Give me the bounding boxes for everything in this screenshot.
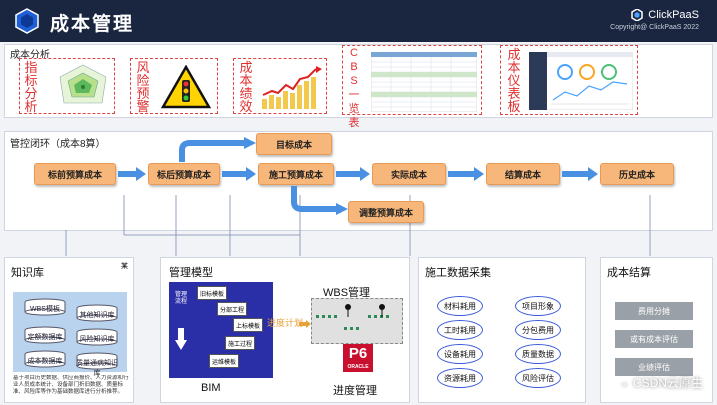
step-settlement-cost[interactable]: 结算成本 [486, 163, 560, 185]
card-cost-performance[interactable]: 成本绩效 [233, 58, 327, 114]
database-icon [76, 352, 118, 370]
database-icon [76, 304, 118, 322]
arrow-head-icon [244, 137, 256, 149]
card-cbs-overview[interactable]: CBS一览表 [342, 45, 482, 129]
arrow-down-icon [175, 328, 187, 350]
database-icon [24, 298, 66, 316]
brand-name: ClickPaaS [648, 9, 699, 21]
mgmt-flow-label: 管理流程 [175, 292, 188, 305]
card-label: 风险预警 [136, 60, 150, 114]
collect-item[interactable]: 工时耗用 [437, 320, 483, 340]
step-target-cost[interactable]: 目标成本 [256, 133, 332, 155]
bim-box[interactable]: 上标模板 [233, 318, 263, 332]
card-risk-warning[interactable]: 风险预警 [130, 58, 218, 114]
management-model-panel: 管理模型 管理流程 旧标模板 分部工程 上标模板 施工过程 运维模板 BIM 进… [160, 257, 410, 403]
clickpaas-logo-icon [631, 9, 643, 21]
collect-item[interactable]: 质量数据 [515, 344, 561, 364]
arrow-right-icon [448, 167, 484, 181]
btn-contingent-cost[interactable]: 或有成本评估 [615, 330, 693, 348]
step-adjusted-budget[interactable]: 调整预算成本 [348, 201, 424, 223]
collect-item[interactable]: 资源耗用 [437, 368, 483, 388]
wechat-icon [615, 377, 629, 388]
card-label: 成本仪表板 [507, 47, 521, 114]
arrow-right-icon [299, 320, 311, 328]
radar-chart-icon [59, 64, 107, 104]
wbs-diagram [311, 298, 403, 344]
analysis-title: 成本分析 [10, 50, 50, 61]
wbs-label: WBS管理 [323, 287, 371, 299]
knowledge-title: 知识库 [11, 267, 44, 279]
step-pre-bid-budget[interactable]: 标前预算成本 [34, 163, 116, 185]
card-indicator-analysis[interactable]: 指标分析 [19, 58, 115, 114]
schedule-label: 进度计划 [267, 318, 304, 328]
database-icon [24, 326, 66, 344]
cbs-table-thumbnail-icon [371, 52, 477, 112]
arrow-head-icon [336, 203, 348, 215]
collect-item[interactable]: 分包费用 [515, 320, 561, 340]
bim-box[interactable]: 运维模板 [209, 354, 239, 368]
db-quality[interactable]: 质量通病知识库 [75, 352, 119, 378]
bim-box[interactable]: 施工过程 [225, 336, 255, 350]
knowledge-base-panel: 知识库 某 WBS模板 定额数据库 成本数据库 其他知识库 风险知识库 质量通病… [4, 257, 134, 403]
db-other[interactable]: 其他知识库 [75, 304, 119, 322]
warning-traffic-light-icon [161, 65, 211, 109]
brand-block: ClickPaaS Copyright@ ClickPaaS 2022 [610, 9, 699, 31]
bim-box[interactable]: 分部工程 [217, 302, 247, 316]
p6-logo: P6 ORACLE [343, 344, 373, 372]
btn-performance-eval[interactable]: 业绩评估 [615, 358, 693, 376]
card-label: CBS一览表 [348, 47, 360, 129]
database-icon [76, 328, 118, 346]
arrow-right-icon [562, 167, 598, 181]
cost-analysis-section: 成本分析 指标分析 风险预警 成本绩效 [4, 44, 713, 129]
arrow-right-icon [336, 167, 370, 181]
header-bar: 成本管理 ClickPaaS Copyright@ ClickPaaS 2022 [0, 0, 717, 42]
card-label: 指标分析 [24, 60, 38, 114]
bim-area: 管理流程 旧标模板 分部工程 上标模板 施工过程 运维模板 [169, 282, 273, 378]
watermark: CSDN云原生 [615, 374, 703, 391]
collect-item[interactable]: 风险评估 [515, 368, 561, 388]
db-wbs-template[interactable]: WBS模板 [23, 298, 67, 316]
arrow-right-icon [222, 167, 256, 181]
copyright: Copyright@ ClickPaaS 2022 [610, 24, 699, 31]
step-historical-cost[interactable]: 历史成本 [600, 163, 674, 185]
btn-cost-allocation[interactable]: 费用分摊 [615, 302, 693, 320]
db-cost[interactable]: 成本数据库 [23, 350, 67, 368]
knowledge-note: 基于项目历史数据、供应商报价、人力资源和行业人员成本统计、设备部门折旧数据、质量… [13, 375, 129, 395]
step-post-bid-budget[interactable]: 标后预算成本 [148, 163, 220, 185]
collect-item[interactable]: 项目形象 [515, 296, 561, 316]
database-icon [24, 350, 66, 368]
model-title: 管理模型 [169, 267, 213, 279]
arrow-right-icon [118, 167, 146, 181]
step-actual-cost[interactable]: 实际成本 [372, 163, 446, 185]
data-collection-panel: 施工数据采集 材料耗用 工时耗用 设备耗用 资源耗用 项目形象 分包费用 质量数… [418, 257, 586, 403]
hexagon-logo-icon [15, 8, 39, 34]
dashboard-thumbnail-icon [529, 52, 633, 110]
collect-title: 施工数据采集 [425, 267, 491, 279]
db-quota[interactable]: 定额数据库 [23, 326, 67, 344]
knowledge-mark: 某 [121, 263, 128, 270]
arrow-down-to-adjust-icon [291, 186, 338, 212]
db-risk[interactable]: 风险知识库 [75, 328, 119, 346]
card-cost-dashboard[interactable]: 成本仪表板 [500, 45, 638, 115]
collect-item[interactable]: 材料耗用 [437, 296, 483, 316]
progress-label: 进度管理 [333, 385, 377, 397]
bim-box[interactable]: 旧标模板 [197, 286, 227, 300]
performance-bars-icon [262, 66, 322, 109]
wbs-chain-icon [316, 304, 389, 330]
step-construction-budget[interactable]: 施工预算成本 [258, 163, 334, 185]
settle-title: 成本结算 [607, 267, 651, 279]
card-label: 成本绩效 [239, 60, 253, 114]
collect-item[interactable]: 设备耗用 [437, 344, 483, 364]
bim-label: BIM [201, 382, 221, 394]
page-title: 成本管理 [50, 14, 135, 35]
control-title: 管控闭环（成本8算） [10, 139, 106, 150]
arrow-up-to-target-icon [179, 140, 246, 162]
